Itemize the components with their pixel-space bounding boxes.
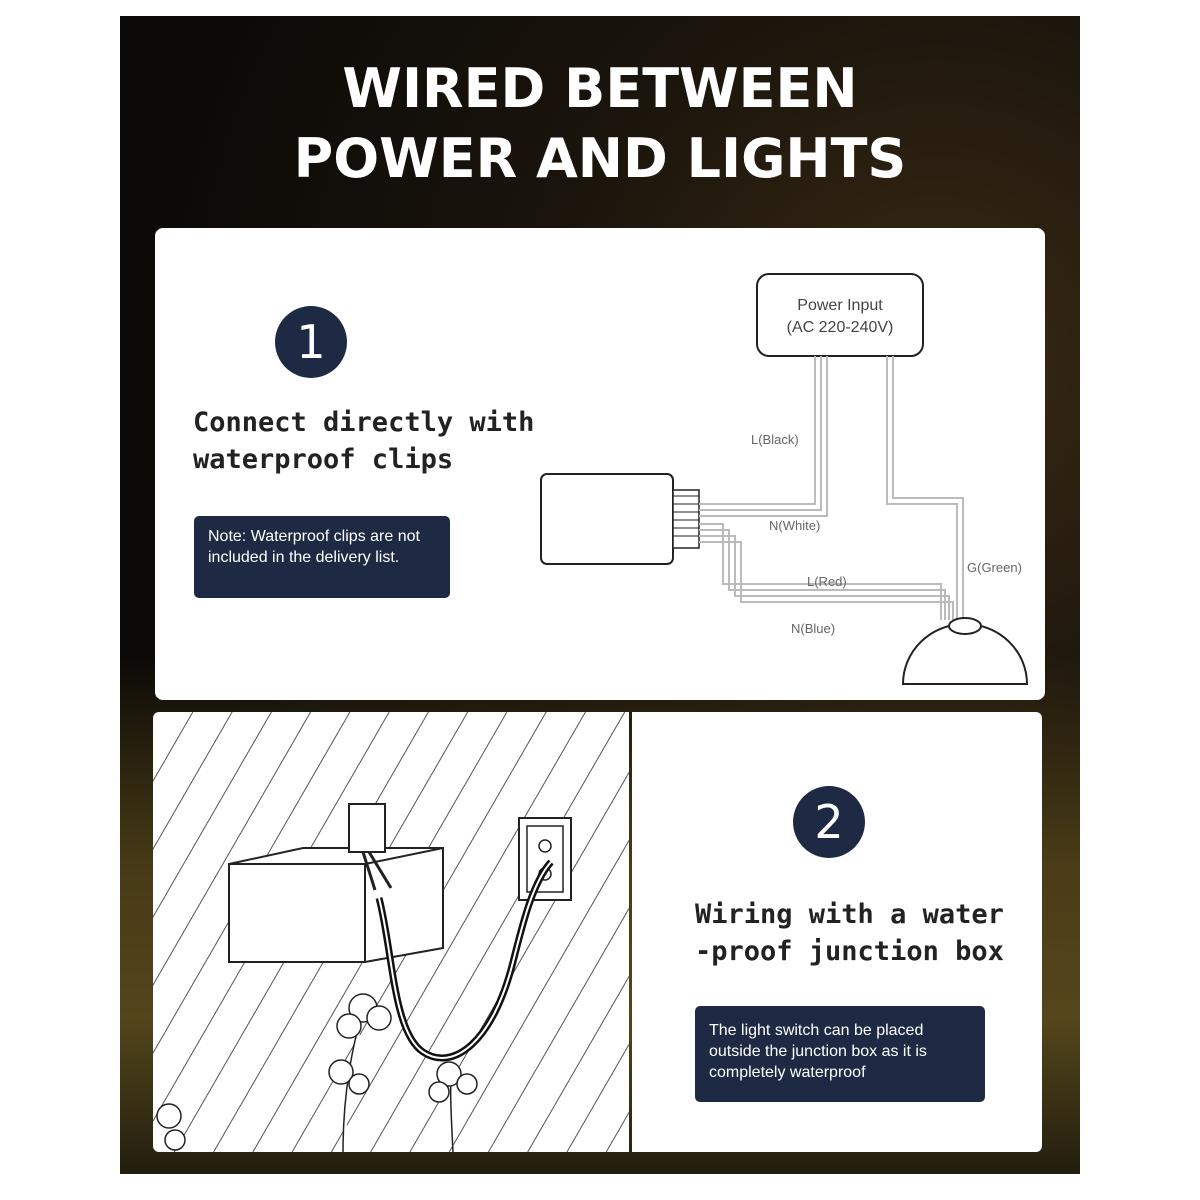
wire-label-n-white: N(White) bbox=[769, 518, 820, 533]
poster: WIRED BETWEEN POWER AND LIGHTS 1 Connect… bbox=[120, 16, 1080, 1174]
step-one-heading-line-2: waterproof clips bbox=[193, 444, 454, 475]
step-one-heading: Connect directly with waterproof clips bbox=[193, 404, 534, 478]
step-one-panel: 1 Connect directly with waterproof clips… bbox=[155, 228, 1045, 700]
step-two-badge: 2 bbox=[793, 786, 865, 858]
wiring-diagram: Power Input (AC 220-240V) bbox=[540, 273, 1029, 685]
wire-label-l-black: L(Black) bbox=[751, 432, 799, 447]
step-one-badge: 1 bbox=[275, 306, 347, 378]
junction-box-illustration bbox=[153, 712, 629, 1152]
controller-box bbox=[540, 473, 674, 565]
step-two-panel: 2 Wiring with a water -proof junction bo… bbox=[632, 712, 1042, 1152]
title-line-2: POWER AND LIGHTS bbox=[293, 127, 907, 190]
outlet-icon bbox=[518, 817, 572, 901]
switch-icon bbox=[348, 803, 386, 853]
wire-label-n-blue: N(Blue) bbox=[791, 621, 835, 636]
page-title: WIRED BETWEEN POWER AND LIGHTS bbox=[120, 54, 1080, 194]
junction-box-drawing bbox=[153, 712, 629, 1152]
flower-decoration bbox=[156, 993, 478, 1152]
wire-bundle-top bbox=[699, 356, 828, 517]
wire-green bbox=[886, 356, 964, 620]
step-one-note: Note: Waterproof clips are not included … bbox=[194, 516, 450, 598]
power-input-box bbox=[756, 273, 924, 357]
step-one-heading-line-1: Connect directly with bbox=[193, 407, 535, 438]
power-input-label: Power Input bbox=[797, 297, 883, 314]
wire-bundle-bottom bbox=[699, 523, 954, 620]
step-two-heading-line-1: Wiring with a water bbox=[695, 899, 1004, 930]
power-input-voltage: (AC 220-240V) bbox=[787, 319, 894, 336]
controller-plug bbox=[672, 489, 700, 549]
wire-label-g-green: G(Green) bbox=[967, 560, 1022, 575]
step-two-note: The light switch can be placed outside t… bbox=[695, 1006, 985, 1102]
step-two-heading-line-2: -proof junction box bbox=[695, 936, 1004, 967]
wire-label-l-red: L(Red) bbox=[807, 574, 847, 589]
step-two-heading: Wiring with a water -proof junction box bbox=[695, 896, 1004, 970]
title-line-1: WIRED BETWEEN bbox=[342, 57, 858, 120]
